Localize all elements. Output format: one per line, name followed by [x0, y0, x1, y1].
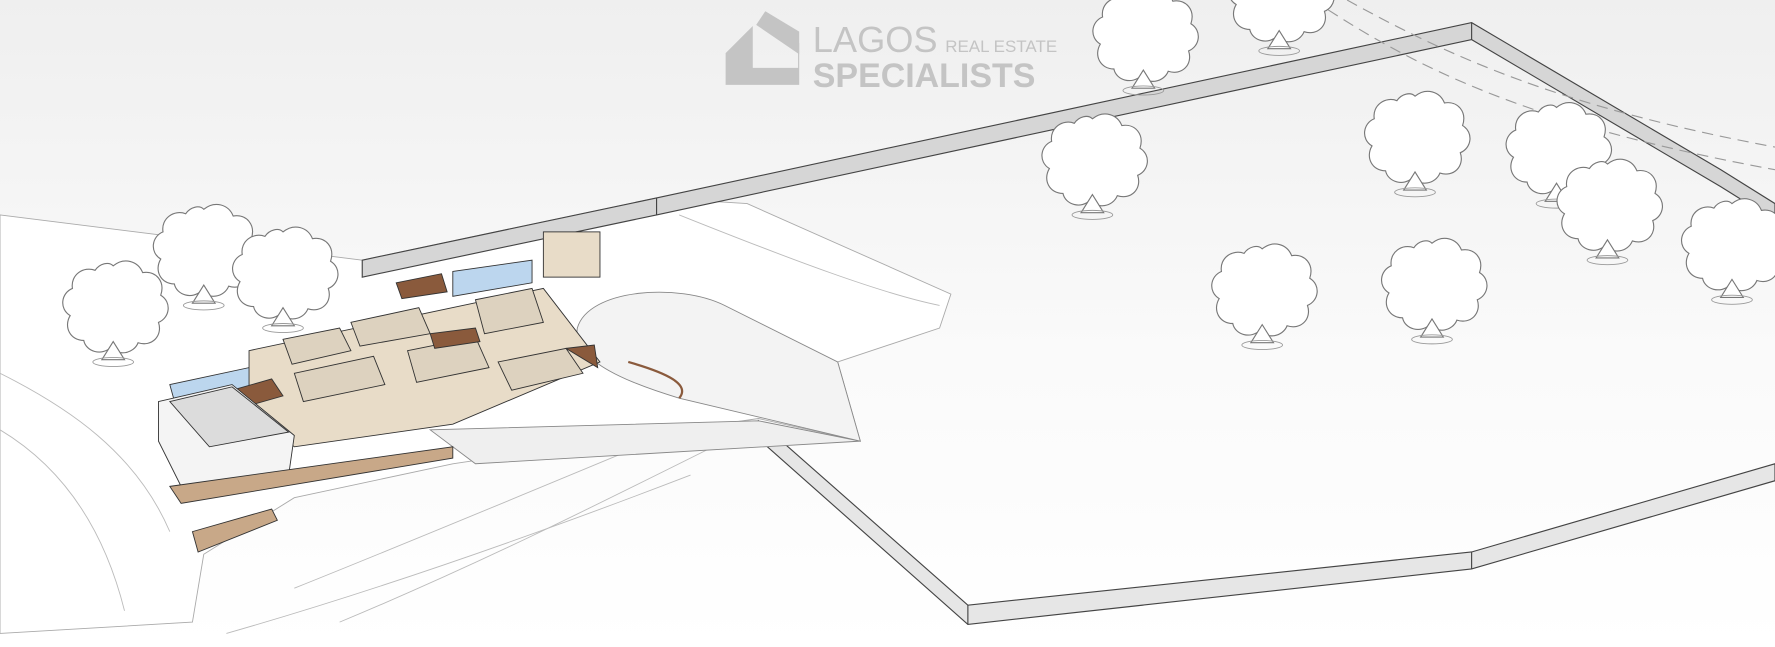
logo-line1: LAGOS [813, 19, 938, 60]
logo-line1-small: REAL ESTATE [945, 37, 1057, 56]
lagos-logo: LAGOS REAL ESTATE SPECIALISTS [725, 11, 1057, 95]
logo-line2: SPECIALISTS [813, 57, 1036, 95]
villa-buildings [158, 231, 684, 553]
contour-lines [0, 214, 940, 634]
house-logo-icon [725, 11, 800, 85]
